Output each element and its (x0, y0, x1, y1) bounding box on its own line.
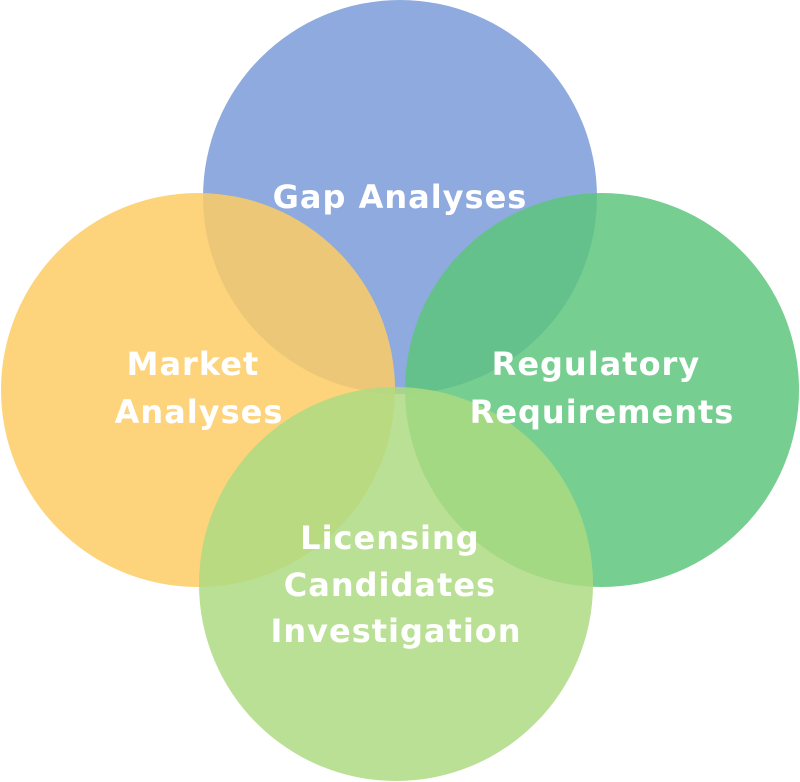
label-gap-analyses: Gap Analyses (273, 178, 528, 216)
circle-licensing-candidates-investigation (199, 387, 593, 781)
label-licensing-candidates-investigation: Licensing Candidates Investigation (270, 519, 521, 650)
label-market-analyses: Market Analyses (115, 345, 284, 431)
label-line: Investigation (270, 612, 521, 650)
label-line: Regulatory (492, 345, 701, 383)
label-line: Gap Analyses (273, 178, 528, 216)
label-regulatory-requirements: Regulatory Requirements (470, 345, 735, 431)
label-line: Licensing (300, 519, 480, 557)
label-line: Candidates (284, 566, 496, 604)
label-line: Market (127, 345, 260, 383)
label-line: Analyses (115, 393, 284, 431)
label-line: Requirements (470, 393, 735, 431)
